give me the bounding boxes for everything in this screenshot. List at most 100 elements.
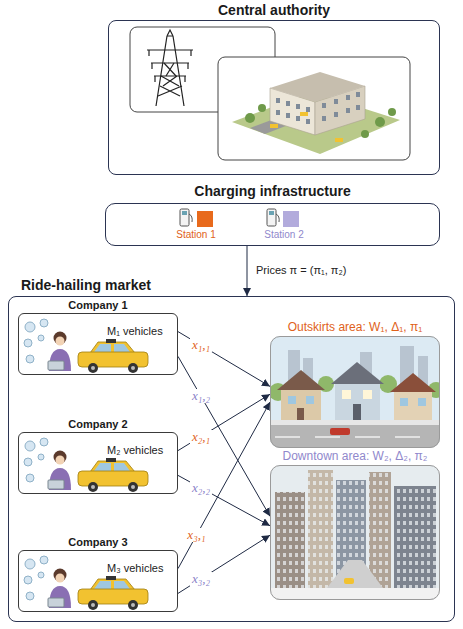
outskirts-picture-part [275,436,420,438]
outskirts-picture-part [281,388,321,420]
charging-station-icons-part [276,214,279,222]
government-building-picture-part-part [388,108,396,116]
government-building-picture-part-part [276,110,280,115]
outskirts-picture-part [277,370,325,390]
node-heading: Ride-hailing market [21,277,151,293]
charging-station-icons-part [283,211,299,227]
station-label: Station 2 [264,229,303,241]
government-building-picture-part-part [322,116,326,121]
downtown-picture-part [394,486,436,600]
government-building-picture-part-part [361,130,369,138]
flow-label: x₁,₂ [190,389,212,403]
outskirts-picture-part [270,336,440,448]
outskirts-picture-part [353,404,361,420]
charging-station-icons-part [182,211,187,215]
outskirts-picture-part [297,408,304,420]
government-building-picture [218,57,410,160]
flow-arrow [178,332,270,387]
power-tower-picture-part-part [149,50,191,82]
outskirts-picture [270,336,440,448]
government-building-picture-part-part [334,99,338,104]
charging-station-icons-part [180,209,189,226]
government-building-picture-part [245,104,396,138]
outskirts-picture-part [306,396,314,404]
node-heading: Central authority [218,2,330,18]
downtown-picture [270,465,440,600]
government-building-picture-part-part [276,98,280,103]
outskirts-picture-part [270,425,440,448]
downtown-picture-part [270,588,440,600]
node-heading: Company 2 [68,418,127,431]
government-building-picture-part [270,112,343,142]
downtown-picture-part [275,492,305,600]
government-building-picture-part [270,72,365,102]
outskirts-picture-part [390,373,436,392]
charging-station-icons [180,209,299,227]
node-heading: Downtown area: W₂, Δ₂, π₂ [283,450,428,464]
government-building-picture-part-part [245,113,255,123]
government-building-picture-part-part [258,104,266,112]
outskirts-picture-part [418,398,426,406]
flow-label: x₃,₂ [190,572,212,586]
area-box: Downtown area: W₂, Δ₂, π₂ [270,465,440,600]
outskirts-picture-part [335,382,380,420]
government-building-picture-part-part [322,103,326,108]
government-building-picture-part-part [286,101,290,106]
market-panel: Ride-hailing marketCompany 1M₁ vehiclesC… [8,296,455,622]
flow-arrow [247,246,248,296]
charging-station-icons-part [267,209,276,226]
government-building-picture-part-part [335,138,343,142]
government-building-picture-part-part [300,112,308,116]
company-box: Company 2M₂ vehicles [18,432,178,494]
charging-station-icons-part [189,214,192,222]
power-tower-picture-part-part [147,50,193,76]
outskirts-picture-part [342,390,351,399]
government-building-picture-part-part [356,105,360,110]
flow-label: x₃,₁ [185,528,207,542]
government-building-picture-part [276,92,360,124]
company-box: Company 1M₁ vehicles [18,313,178,375]
outskirts-picture-part [270,420,440,425]
government-building-picture-part-part [306,107,310,112]
authority-panel: Central authority [108,20,440,175]
outskirts-picture-part [394,390,432,420]
node-text: M₁ vehicles [107,325,163,338]
station-label: Station 1 [176,229,215,241]
power-tower-picture-part-part [156,36,184,106]
downtown-picture-part [270,465,440,600]
power-tower-picture-part-part [167,30,173,36]
government-building-picture-part-part [286,113,290,118]
node-text: M₃ vehicles [107,562,163,575]
flow-arrow [178,356,270,516]
outskirts-picture-part [288,396,296,404]
government-building-picture-part-part [270,124,278,128]
infrastructure-panel: Charging infrastructureStation 1Station … [105,203,440,246]
flow-arrow [178,475,270,525]
government-building-picture-part [218,57,410,160]
government-building-picture-part-part [346,108,350,113]
government-building-picture-part-part [356,92,360,97]
downtown-picture-part [394,486,436,600]
outskirts-picture-part [330,428,350,435]
charging-station-icons-part [269,211,274,215]
outskirts-picture-part [400,398,408,406]
government-building-picture-part-part [334,112,338,117]
government-building-picture-part-part [296,104,300,109]
downtown-picture-part [308,470,333,600]
flow-label: x₂,₂ [190,481,212,495]
government-building-picture-part-part [306,119,310,124]
flow-label: x₁,₁ [190,338,212,352]
node-heading: Charging infrastructure [194,183,350,199]
downtown-picture-part [275,492,305,600]
flow-arrow [178,535,270,593]
government-building-picture-part-part [375,117,385,127]
node-heading: Company 3 [68,536,127,549]
downtown-picture-part [308,470,333,600]
node-heading: Outskirts area: W₁, Δ₁, π₁ [288,321,422,335]
company-box: Company 3M₃ vehicles [18,550,178,612]
area-box: Outskirts area: W₁, Δ₁, π₁ [270,336,440,448]
price-label: Prices π = (π₁, π₂) [254,263,348,277]
